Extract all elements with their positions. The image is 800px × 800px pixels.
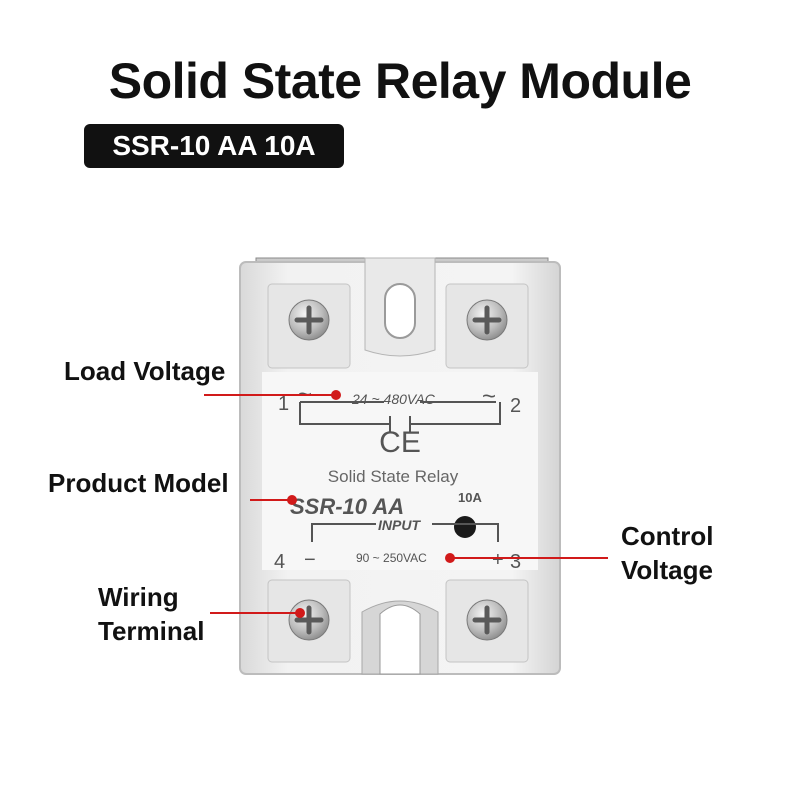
model-badge: SSR-10 AA 10A — [84, 124, 344, 168]
callout-load-voltage: Load Voltage — [64, 354, 225, 388]
bottom-mounting-slot — [379, 604, 421, 675]
plus-symbol: + — [492, 549, 504, 571]
callout-product-model: Product Model — [48, 466, 229, 500]
relay-rating: 10A — [458, 490, 482, 505]
callout-control-voltage: Control Voltage — [621, 519, 713, 587]
terminal-1-label: 1 — [278, 393, 289, 415]
callout-control-voltage-line2: Voltage — [621, 555, 713, 585]
control-voltage-range: 90 ~ 250VAC — [356, 551, 427, 565]
terminal-3-label: 3 — [510, 551, 521, 573]
minus-symbol: − — [304, 549, 316, 571]
callout-control-voltage-line1: Control — [621, 521, 714, 551]
page-title: Solid State Relay Module — [108, 53, 692, 109]
relay-model: SSR-10 AA — [290, 494, 404, 519]
relay-name: Solid State Relay — [328, 467, 459, 486]
callout-line-load-voltage — [204, 390, 341, 400]
screw-bottom-left-icon — [288, 599, 330, 641]
callout-wiring-terminal-line1: Wiring — [98, 582, 179, 612]
top-mounting-slot — [384, 283, 416, 339]
callout-line-product-model — [250, 495, 297, 505]
callout-wiring-terminal: Wiring Terminal — [98, 580, 204, 648]
callout-wiring-terminal-line2: Terminal — [98, 616, 205, 646]
terminal-2-label: 2 — [510, 395, 521, 417]
screw-top-right-icon — [466, 299, 508, 341]
ac-symbol-right: ~ — [482, 383, 496, 410]
relay-label-panel — [262, 372, 538, 570]
load-voltage-range: 24 ~ 480VAC — [351, 391, 436, 407]
input-label: INPUT — [378, 517, 421, 533]
callout-line-control-voltage — [445, 553, 608, 563]
screw-top-left-icon — [288, 299, 330, 341]
callout-line-wiring-terminal — [210, 608, 305, 618]
terminal-4-label: 4 — [274, 551, 285, 573]
callout-load-voltage-text: Load Voltage — [64, 356, 226, 386]
ce-mark-icon: CE — [379, 426, 421, 459]
indicator-led — [454, 516, 476, 538]
callout-product-model-text: Product Model — [48, 468, 229, 498]
screw-bottom-right-icon — [466, 599, 508, 641]
